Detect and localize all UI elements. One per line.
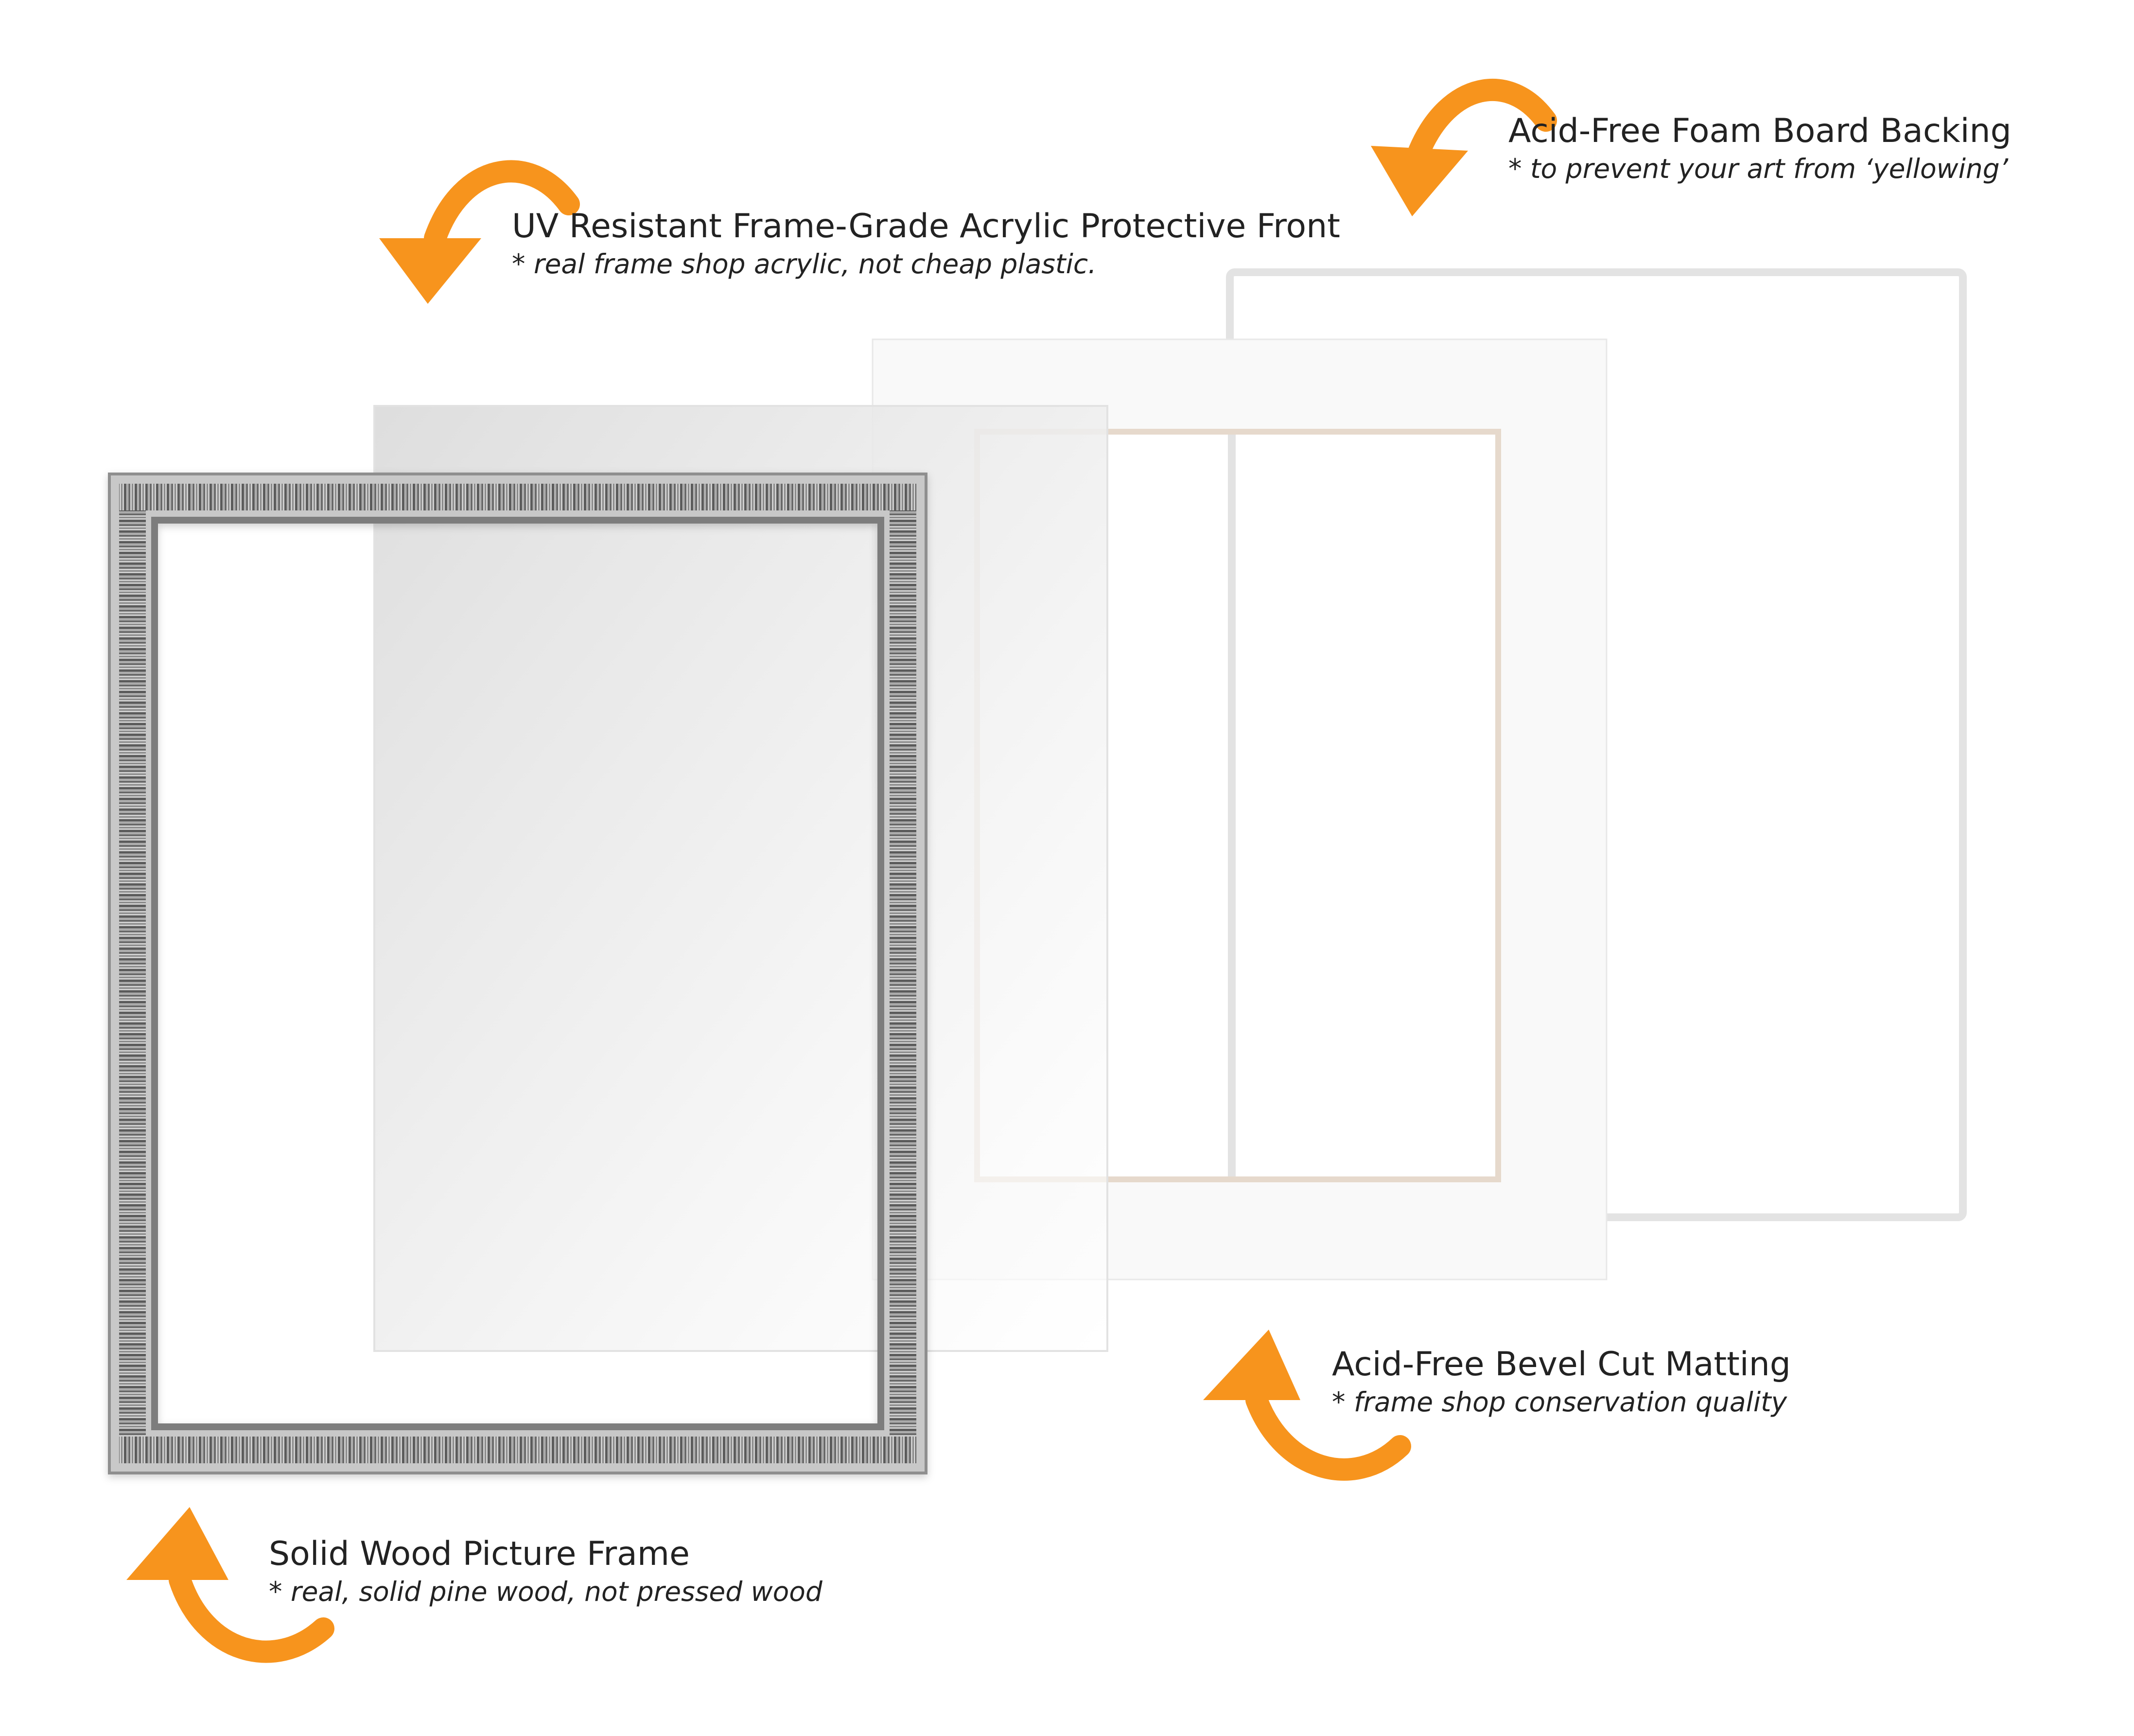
frame-bottom-rail <box>119 1437 916 1463</box>
acrylic-title: UV Resistant Frame-Grade Acrylic Protect… <box>512 207 1340 245</box>
acrylic-note: * real frame shop acrylic, not cheap pla… <box>512 248 1097 280</box>
acrylic-sheet <box>373 405 1108 1352</box>
curved-arrow-icon <box>1371 79 1557 216</box>
frame-top-rail <box>119 484 916 510</box>
matting-title: Acid-Free Bevel Cut Matting <box>1332 1345 1791 1384</box>
matting-note: * frame shop conservation quality <box>1332 1386 1787 1418</box>
foam-board-title: Acid-Free Foam Board Backing <box>1508 112 2012 150</box>
frame-inner-lip <box>151 517 884 1430</box>
curved-arrow-icon <box>379 160 580 304</box>
frame-left-rail <box>119 510 146 1437</box>
frame-right-rail <box>890 510 916 1437</box>
acrylic-panel <box>373 405 1108 1352</box>
solid-wood-frame <box>108 473 927 1474</box>
foam-board-label: Acid-Free Foam Board Backing * to preven… <box>1508 111 2012 186</box>
frame-label: Solid Wood Picture Frame * real, solid p… <box>269 1534 822 1609</box>
frame-note: * real, solid pine wood, not pressed woo… <box>269 1576 822 1607</box>
acrylic-label: UV Resistant Frame-Grade Acrylic Protect… <box>512 206 1340 281</box>
curved-arrow-icon <box>1203 1330 1411 1481</box>
frame-title: Solid Wood Picture Frame <box>269 1535 690 1573</box>
frame-outer-edge <box>108 473 927 1474</box>
curved-arrow-icon <box>126 1507 334 1663</box>
matting-label: Acid-Free Bevel Cut Matting * frame shop… <box>1332 1344 1791 1419</box>
foam-board-note: * to prevent your art from ‘yellowing’ <box>1508 153 2009 184</box>
